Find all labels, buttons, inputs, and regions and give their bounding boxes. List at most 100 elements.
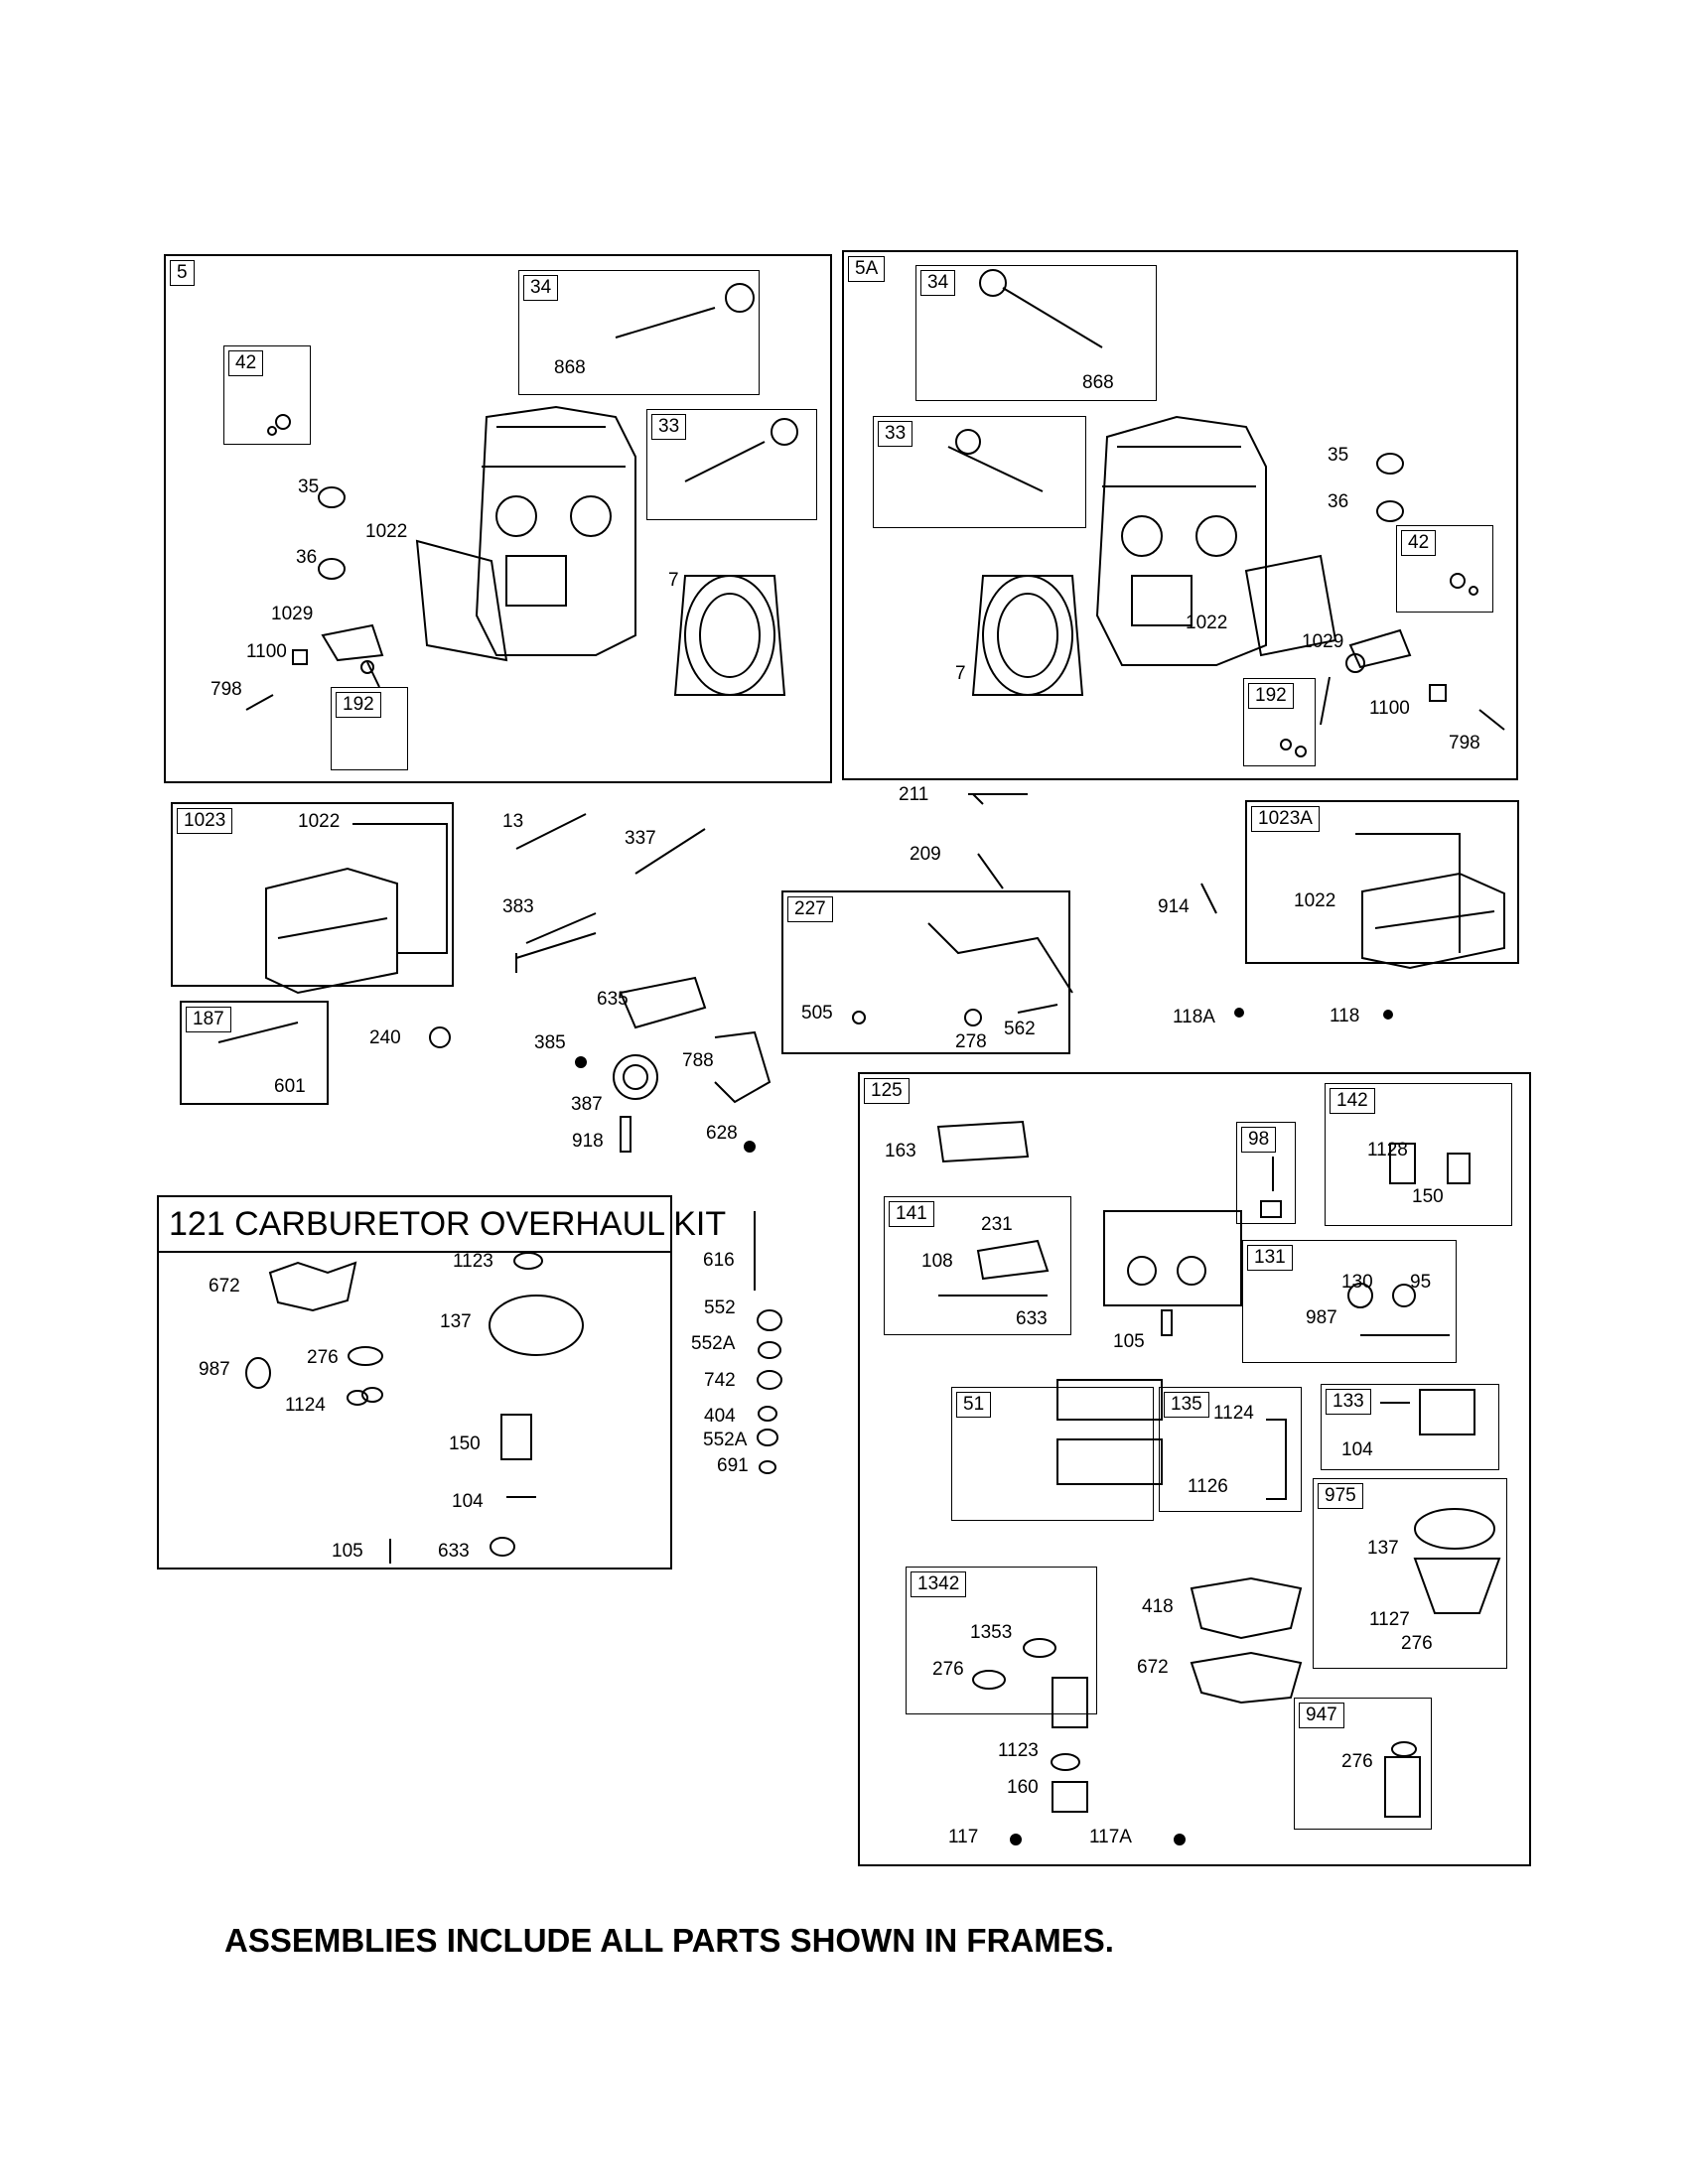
callout-1100: 1100 <box>246 641 287 662</box>
kit-title-divider <box>159 1251 670 1253</box>
callout-1124: 1124 <box>285 1395 326 1416</box>
frame-1023a: 1023A <box>1245 800 1519 964</box>
frame-131: 131 <box>1242 1240 1457 1363</box>
frame-tag: 131 <box>1247 1245 1293 1271</box>
callout-672: 672 <box>209 1276 240 1297</box>
callout-36: 36 <box>1328 491 1349 512</box>
callout-1029: 1029 <box>1302 631 1344 652</box>
callout-387: 387 <box>571 1094 603 1115</box>
frame-tag: 125 <box>864 1078 910 1104</box>
callout-601: 601 <box>274 1076 306 1097</box>
callout-337: 337 <box>625 828 656 849</box>
callout-209: 209 <box>910 844 941 865</box>
callout-385: 385 <box>534 1032 566 1053</box>
callout-13: 13 <box>502 811 524 832</box>
callout-35: 35 <box>1328 445 1349 466</box>
frame-tag: 42 <box>1401 530 1437 556</box>
callout-150: 150 <box>449 1433 481 1454</box>
callout-1353: 1353 <box>970 1622 1013 1643</box>
callout-1100: 1100 <box>1369 698 1410 719</box>
choke-shaft-parts <box>754 1211 782 1474</box>
frame-125: 125 <box>858 1072 1531 1866</box>
frame-5: 5 <box>164 254 832 783</box>
callout-1123: 1123 <box>453 1251 493 1272</box>
callout-788: 788 <box>682 1050 714 1071</box>
callout-1126: 1126 <box>1188 1476 1228 1497</box>
callout-278: 278 <box>955 1031 987 1052</box>
frame-947: 947 <box>1294 1698 1432 1830</box>
frame-tag: 192 <box>336 692 381 718</box>
callout-552a: 552A <box>691 1333 736 1354</box>
frame-142: 142 <box>1325 1083 1512 1226</box>
callout-35: 35 <box>298 477 320 497</box>
frame-tag: 5 <box>170 260 195 286</box>
frame-5a: 5A <box>842 250 1518 780</box>
callout-987: 987 <box>199 1359 230 1380</box>
frame-tag: 141 <box>889 1201 934 1227</box>
frame-tag: 227 <box>787 896 833 922</box>
frame-51: 51 <box>951 1387 1154 1521</box>
frame-tag: 142 <box>1330 1088 1375 1114</box>
frame-42b: 42 <box>1396 525 1493 613</box>
callout-276: 276 <box>307 1347 339 1368</box>
callout-240: 240 <box>369 1027 401 1048</box>
callout-104: 104 <box>1341 1439 1373 1460</box>
frame-tag: 42 <box>228 350 264 376</box>
callout-633: 633 <box>438 1541 470 1562</box>
callout-798: 798 <box>1449 733 1480 753</box>
frame-1342: 1342 <box>906 1567 1097 1714</box>
frame-227: 227 <box>781 890 1070 1054</box>
callout-137: 137 <box>1367 1538 1399 1559</box>
frame-tag: 135 <box>1164 1392 1209 1418</box>
callout-117: 117 <box>948 1827 979 1847</box>
frame-192a: 192 <box>331 687 408 770</box>
callout-117a: 117A <box>1089 1827 1132 1847</box>
callout-276: 276 <box>1341 1751 1373 1772</box>
frame-tag: 975 <box>1318 1483 1363 1509</box>
frame-tag: 192 <box>1248 683 1294 709</box>
frame-1023: 1023 <box>171 802 454 987</box>
callout-383: 383 <box>502 896 534 917</box>
frame-tag: 187 <box>186 1007 231 1032</box>
frame-tag: 1023A <box>1251 806 1320 832</box>
callout-798: 798 <box>210 679 242 700</box>
callout-163: 163 <box>885 1141 916 1161</box>
frame-133: 133 <box>1321 1384 1499 1470</box>
frame-tag: 33 <box>878 421 913 447</box>
carburetor-overhaul-kit-frame: 121 CARBURETOR OVERHAUL KIT <box>157 1195 726 1570</box>
callout-633: 633 <box>1016 1308 1048 1329</box>
callout-36: 36 <box>296 547 318 568</box>
callout-616: 616 <box>703 1250 735 1271</box>
callout-137: 137 <box>440 1311 472 1332</box>
callout-1127: 1127 <box>1369 1609 1410 1630</box>
callout-987: 987 <box>1306 1307 1337 1328</box>
callout-404: 404 <box>704 1406 736 1427</box>
callout-868: 868 <box>1082 372 1114 393</box>
frame-34b: 34 <box>915 265 1157 401</box>
callout-150: 150 <box>1412 1186 1444 1207</box>
callout-628: 628 <box>706 1123 738 1144</box>
callout-1022: 1022 <box>365 521 408 542</box>
callout-562: 562 <box>1004 1019 1036 1039</box>
callout-130: 130 <box>1341 1272 1373 1293</box>
callout-635: 635 <box>597 989 629 1010</box>
frame-tag: 98 <box>1241 1127 1277 1153</box>
frame-tag: 5A <box>848 256 886 282</box>
callout-160: 160 <box>1007 1777 1039 1798</box>
frame-tag: 33 <box>651 414 687 440</box>
callout-418: 418 <box>1142 1596 1174 1617</box>
frame-192b: 192 <box>1243 678 1316 766</box>
callout-7: 7 <box>955 663 966 684</box>
callout-742: 742 <box>704 1370 736 1391</box>
callout-211: 211 <box>899 784 929 805</box>
callout-118: 118 <box>1330 1006 1360 1026</box>
frame-975: 975 <box>1313 1478 1507 1669</box>
callout-1022: 1022 <box>1294 890 1336 911</box>
callout-1029: 1029 <box>271 604 314 624</box>
callout-108: 108 <box>921 1251 953 1272</box>
frame-141: 141 <box>884 1196 1071 1335</box>
frame-tag: 1342 <box>911 1571 967 1597</box>
callout-1128: 1128 <box>1367 1140 1408 1160</box>
callout-104: 104 <box>452 1491 484 1512</box>
frame-34a: 34 <box>518 270 760 395</box>
